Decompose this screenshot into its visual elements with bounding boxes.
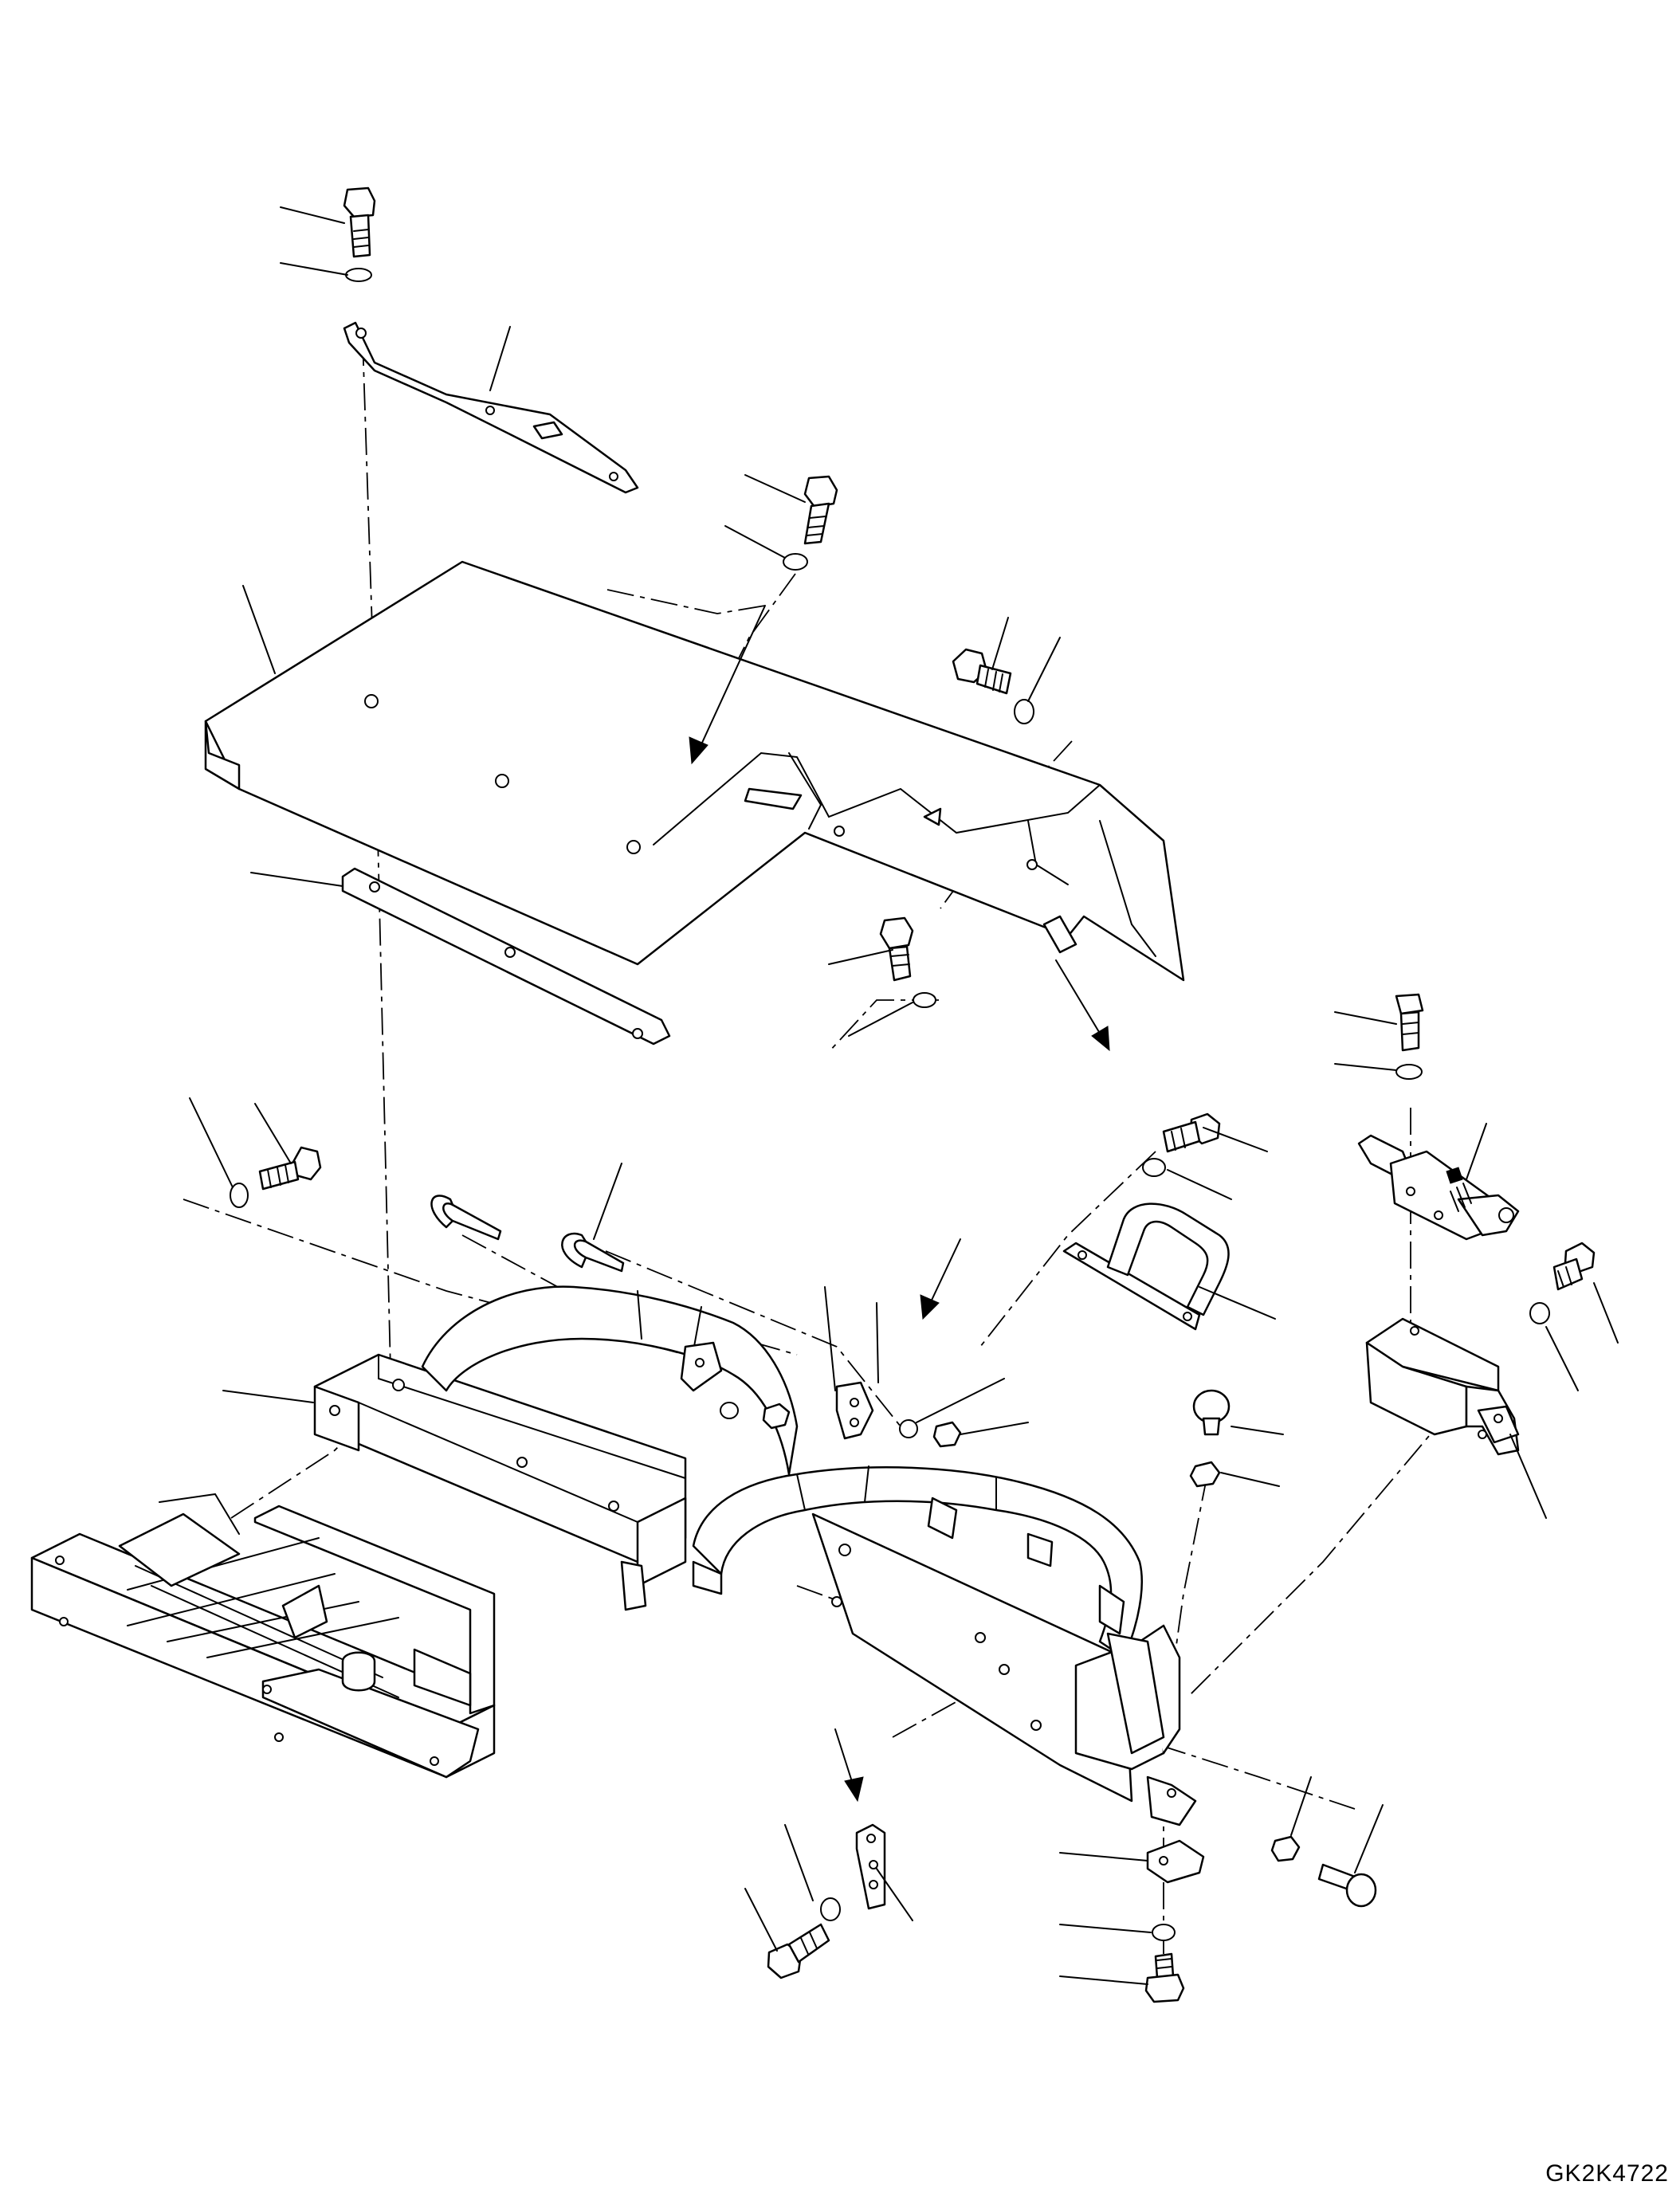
handle <box>1062 1202 1230 1331</box>
bolt-lower-mid <box>879 916 914 982</box>
bolt-left <box>258 1146 322 1191</box>
latch-bracket <box>1365 1317 1520 1456</box>
knob <box>1192 1389 1231 1436</box>
rear-bracket <box>343 321 639 494</box>
bolt-top <box>343 186 376 258</box>
washer-latch <box>1395 1064 1423 1080</box>
clamp-right <box>835 1381 874 1440</box>
cover-panel <box>204 560 1185 982</box>
washer-lower-mid <box>913 992 936 1008</box>
assembly-arrows <box>689 605 1110 1803</box>
washer-bottom <box>1152 1924 1176 1941</box>
u-bolt-right <box>561 1232 625 1273</box>
drawing-code: GK2K4722 <box>1545 2160 1669 2187</box>
washer-top <box>345 268 372 282</box>
leader-lines <box>189 206 1619 1985</box>
washer-front <box>820 1897 841 1921</box>
seat-frame <box>313 1285 1197 1826</box>
nut-knob <box>1189 1461 1221 1488</box>
front-bracket <box>855 1823 886 1910</box>
washer-left <box>230 1183 249 1208</box>
nut-frame-right <box>932 1421 962 1448</box>
seat-rail-assembly <box>30 1493 496 1779</box>
washer-clamp <box>720 1402 739 1419</box>
washer-frame-right <box>899 1419 918 1438</box>
clamp-left <box>680 1341 723 1392</box>
bolt-mid <box>803 475 838 545</box>
bolt-front <box>767 1923 830 1979</box>
washer-handle <box>1142 1158 1166 1177</box>
lower-strap <box>341 867 671 1046</box>
u-bolt-left <box>430 1195 502 1241</box>
bolt-side <box>952 648 1012 695</box>
bolt-bottom <box>1144 1952 1185 2003</box>
bolt-bracket <box>1552 1242 1596 1291</box>
latch <box>1357 1134 1520 1241</box>
nut-right <box>1270 1835 1301 1862</box>
bolt-handle <box>1162 1112 1221 1153</box>
washer-bracket <box>1529 1302 1550 1324</box>
bolt-latch <box>1395 993 1424 1052</box>
knob-bolt-right <box>1317 1863 1377 1908</box>
washer-mid <box>783 553 808 571</box>
washer-side <box>1014 699 1034 724</box>
spacer-plate <box>1146 1839 1205 1884</box>
nut-clamp <box>762 1403 791 1430</box>
